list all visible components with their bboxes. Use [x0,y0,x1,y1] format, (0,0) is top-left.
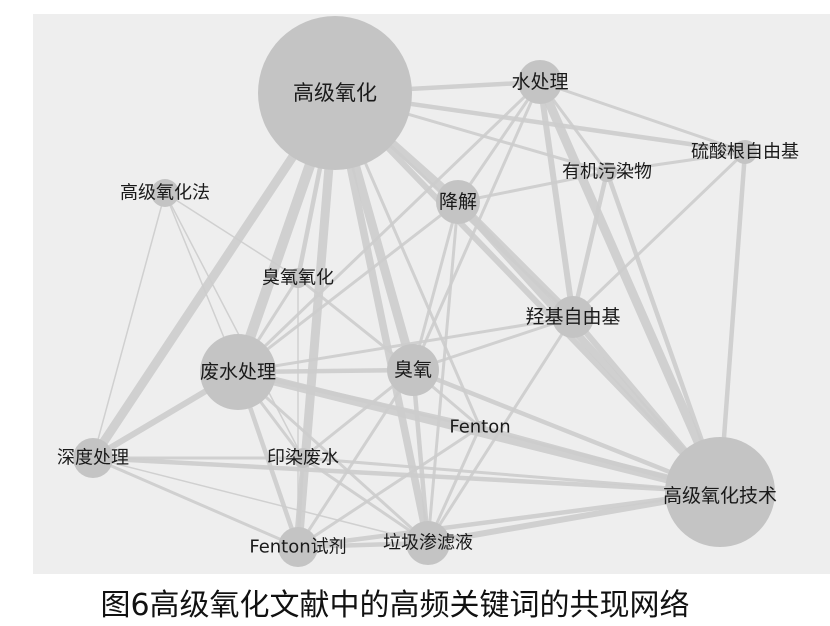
edge-n12-n15 [301,456,430,545]
edge-n1-n13 [535,77,725,497]
node-circle [406,521,450,565]
edge-n2-n3 [605,150,747,174]
node-n14: Fenton试剂 [249,527,347,567]
edge-n2-n13 [717,149,748,495]
node-circle [665,437,775,547]
node-n0: 高级氧化 [258,16,412,170]
edge-n8-n15 [236,370,430,545]
node-circle [474,421,486,433]
edge-n7-n8 [236,315,575,374]
node-label: 垃圾渗滤液 [383,533,473,554]
edge-n11-n14 [91,456,300,549]
node-n13: 高级氧化技术 [663,437,777,547]
node-circle [597,162,617,182]
node-circle [258,16,412,170]
divider-band [0,575,830,585]
node-circle [518,60,562,104]
edge-n9-n14 [296,368,415,549]
figure-caption: 图6高级氧化文献中的高频关键词的共现网络 [100,588,689,623]
node-n2: 硫酸根自由基 [691,140,799,164]
edge-n3-n4 [456,170,609,204]
node-label: 臭氧氧化 [262,268,334,289]
node-label: 深度处理 [57,448,129,469]
node-label: 有机污染物 [562,162,652,183]
edge-n4-n15 [426,200,460,545]
node-label: 羟基自由基 [525,306,620,328]
node-circle [552,296,594,338]
node-n15: 垃圾渗滤液 [383,521,473,565]
edge-n11-n15 [92,457,429,544]
edge-n5-n12 [164,192,304,459]
node-circle [73,438,113,478]
node-n7: 羟基自由基 [525,296,621,338]
node-label: 水处理 [511,71,568,93]
edge-n2-n7 [571,150,747,319]
node-n11: 深度处理 [57,438,129,478]
node-circle [293,448,313,468]
node-circle [288,268,308,288]
edge-n1-n7 [537,79,576,320]
edge-n7-n15 [426,315,575,545]
node-n4: 降解 [436,180,480,224]
edge-n1-n2 [538,80,747,154]
node-n5: 高级氧化法 [120,179,210,207]
edge-n1-n4 [456,80,542,204]
edge-n3-n13 [604,169,723,495]
edge-n1-n8 [236,80,542,374]
node-n9: 臭氧 [387,344,439,396]
edge-n9-n13 [410,367,723,495]
edge-n9-n15 [410,367,431,546]
edge-n12-n13 [301,456,722,494]
node-label: 臭氧 [394,359,432,381]
node-n12: 印染废水 [267,448,339,469]
edge-n5-n6 [164,192,299,279]
edge-n11-n13 [90,455,723,495]
node-n10: Fenton [449,417,510,438]
node-label: 高级氧化 [293,81,377,105]
node-label: 硫酸根自由基 [691,142,799,163]
node-label: 印染废水 [267,448,339,469]
node-label: 废水处理 [200,361,276,383]
edge-n10-n14 [296,425,482,549]
node-circle [387,344,439,396]
node-circle [278,527,318,567]
node-label: Fenton [449,417,510,438]
node-circle [733,140,757,164]
edge-n7-n9 [411,315,575,372]
node-n1: 水处理 [511,60,569,104]
node-circle [436,180,480,224]
edge-n5-n11 [92,192,166,459]
node-label: 降解 [439,191,477,213]
node-circle [200,334,276,410]
node-label: Fenton试剂 [249,537,346,558]
edge-n4-n8 [236,200,460,374]
node-n3: 有机污染物 [562,162,652,183]
node-n6: 臭氧氧化 [262,268,334,289]
edge-n3-n7 [570,169,610,320]
node-label: 高级氧化法 [120,183,210,204]
node-label: 高级氧化技术 [663,485,777,507]
node-n8: 废水处理 [200,334,276,410]
edge-n13-n14 [295,489,723,550]
node-circle [151,179,179,207]
